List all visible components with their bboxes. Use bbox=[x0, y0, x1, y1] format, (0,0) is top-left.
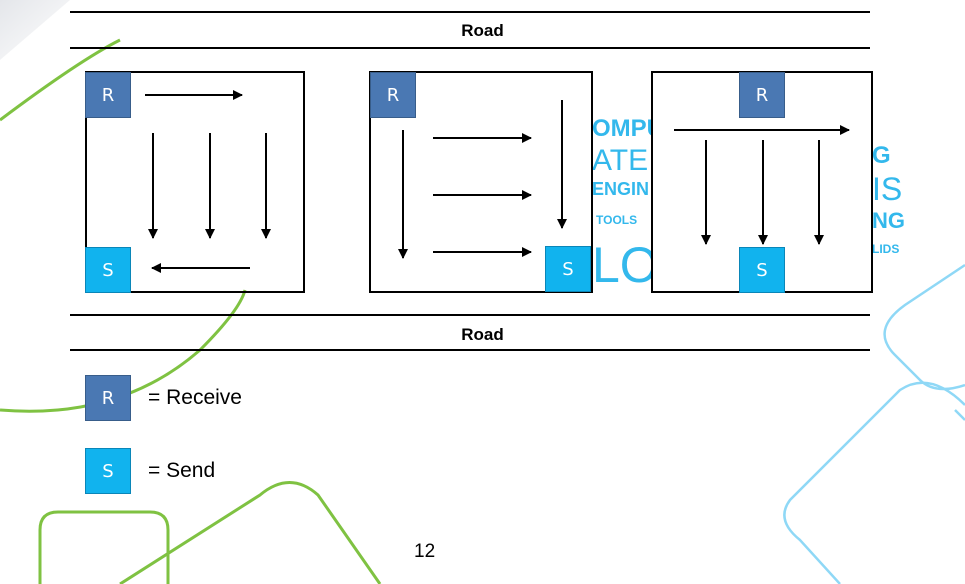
word-cloud-word: NG bbox=[872, 208, 905, 233]
green-triangle bbox=[119, 481, 382, 584]
legend-receive-text: = Receive bbox=[148, 386, 242, 409]
word-cloud-word: IS bbox=[872, 171, 903, 207]
legend-send-badge: S bbox=[85, 448, 131, 494]
send-badge-d1: S bbox=[85, 247, 131, 293]
send-badge-d2: S bbox=[545, 246, 591, 292]
blue-rounded-bottom bbox=[783, 381, 965, 584]
word-cloud-word: ATE bbox=[592, 144, 649, 177]
word-cloud-word: LO bbox=[592, 237, 659, 293]
word-cloud-word: ENGIN bbox=[592, 179, 650, 199]
page-number: 12 bbox=[414, 541, 436, 562]
blue-small-corner bbox=[954, 409, 965, 421]
green-rounded-square bbox=[38, 510, 170, 584]
word-cloud-word: TOOLS bbox=[596, 213, 638, 227]
receive-badge-d2: R bbox=[370, 72, 416, 118]
word-cloud-word: LIDS bbox=[872, 242, 900, 256]
word-cloud-word: G bbox=[872, 142, 891, 169]
receive-badge-d3: R bbox=[739, 72, 785, 118]
corner-shade bbox=[0, 0, 70, 60]
layout-diagram-1 bbox=[85, 71, 305, 293]
road-bottom-label: Road bbox=[461, 325, 504, 344]
green-arc-left bbox=[0, 38, 121, 122]
green-arc-bottom bbox=[0, 289, 247, 413]
send-badge-d3: S bbox=[739, 247, 785, 293]
road-top-label: Road bbox=[461, 21, 504, 40]
receive-badge-d1: R bbox=[85, 72, 131, 118]
legend-receive-badge: R bbox=[85, 375, 131, 421]
legend-send-text: = Send bbox=[148, 459, 216, 482]
